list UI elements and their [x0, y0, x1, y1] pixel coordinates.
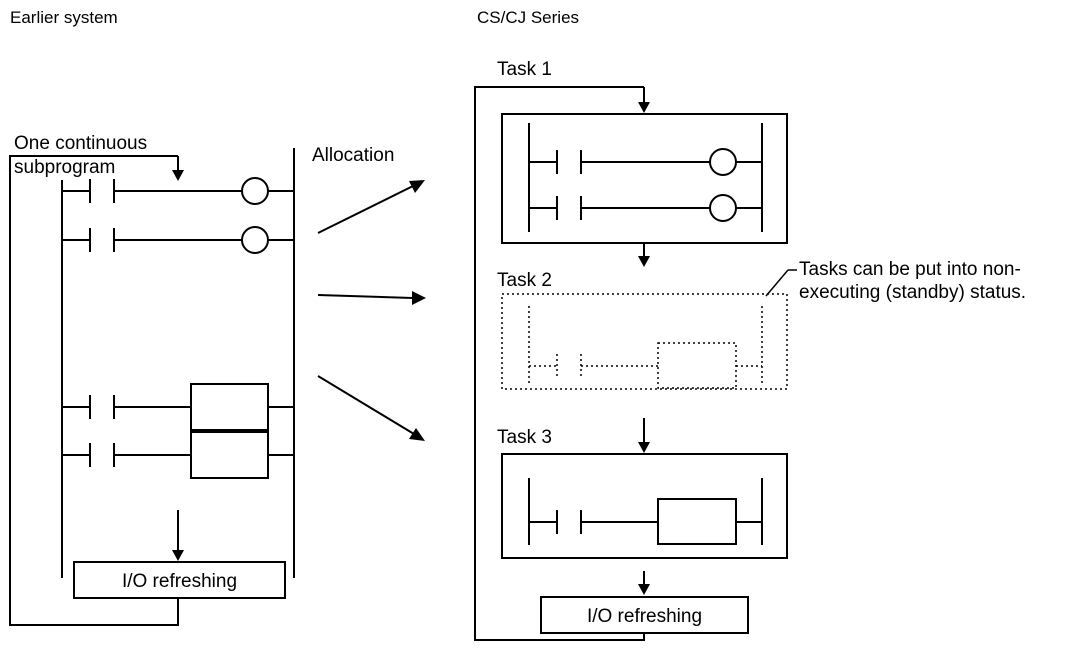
standby-note-leader [765, 269, 797, 297]
task3-ladder [528, 478, 763, 545]
task1-ladder [528, 123, 763, 232]
output-coil [241, 177, 269, 205]
output-coil [709, 148, 737, 176]
task1-to-task2-arrow [638, 243, 650, 267]
cscj-io-refreshing-label: I/O refreshing [587, 606, 702, 627]
instruction-block [657, 498, 737, 545]
instruction-block [190, 431, 269, 479]
cscj-io-refreshing-box [540, 596, 749, 634]
allocation-arrow-2 [317, 291, 426, 305]
allocation-arrow-1 [317, 180, 425, 234]
task3-to-io-arrow [638, 571, 650, 595]
earlier-io-refreshing-label: I/O refreshing [122, 571, 237, 592]
earlier-io-arrow [172, 510, 184, 561]
program-label-line1: One continuous [14, 133, 147, 154]
output-coil [241, 226, 269, 254]
earlier-io-refreshing-box [73, 561, 286, 599]
allocation-label: Allocation [312, 145, 394, 166]
task1-box [501, 113, 788, 244]
task1-label: Task 1 [497, 59, 552, 80]
task3-box [501, 453, 788, 559]
program-label-line2: subprogram [14, 157, 115, 178]
standby-note-line1: Tasks can be put into non- [799, 259, 1021, 280]
task3-label: Task 3 [497, 427, 552, 448]
instruction-block [190, 383, 269, 431]
task2-to-task3-arrow [638, 418, 650, 453]
allocation-arrow-3 [317, 375, 425, 441]
earlier-ladder-program [61, 148, 295, 578]
output-coil [709, 194, 737, 222]
cscj-series-heading: CS/CJ Series [477, 8, 579, 27]
task2-ladder-standby [528, 306, 763, 389]
earlier-system-loop [9, 155, 184, 626]
task2-label: Task 2 [497, 270, 552, 291]
earlier-system-heading: Earlier system [10, 8, 118, 27]
instruction-block-standby [657, 342, 737, 389]
standby-note-line2: executing (standby) status. [799, 282, 1026, 303]
task2-standby-box [501, 293, 788, 390]
